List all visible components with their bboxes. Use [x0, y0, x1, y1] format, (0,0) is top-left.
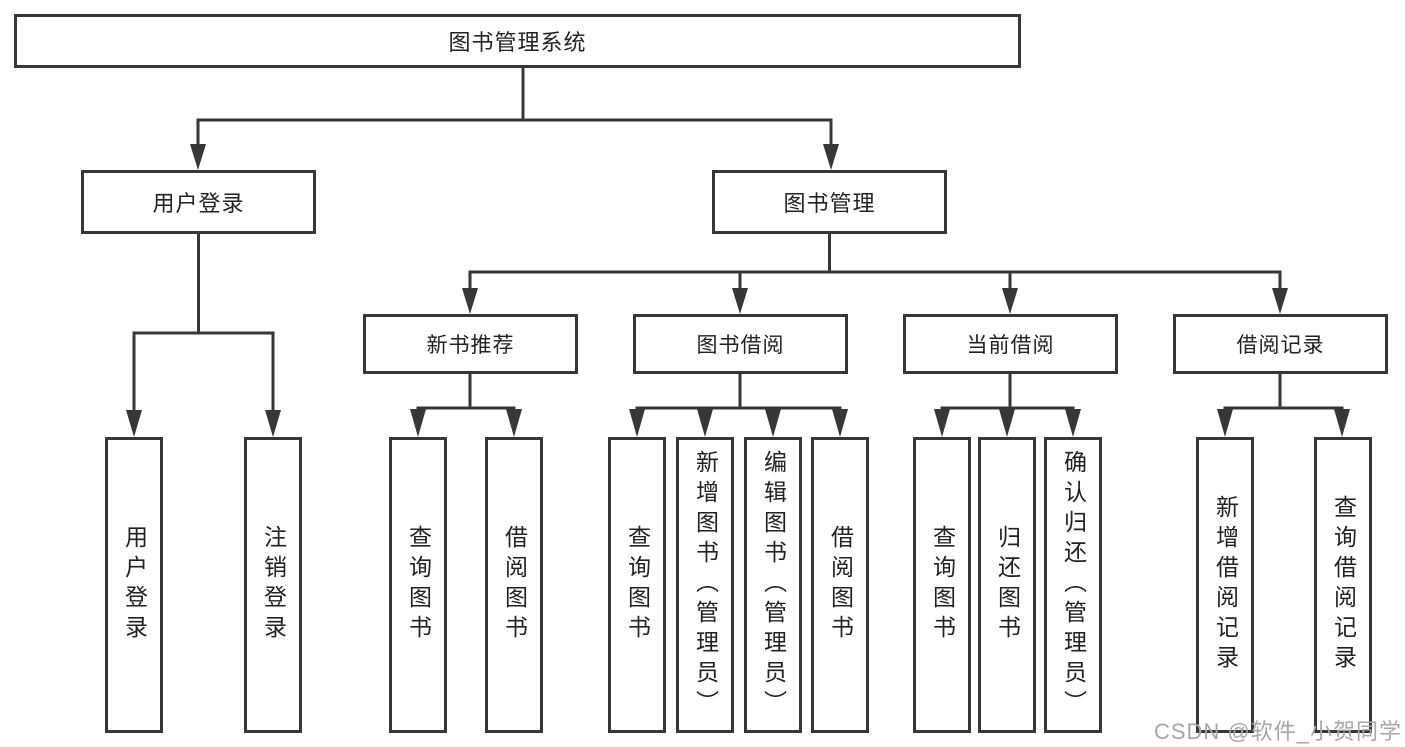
leaf-label: 新增图书（管理员）: [692, 450, 719, 720]
leaf-return-book: 归还图书: [978, 437, 1036, 733]
node-label: 当前借阅: [966, 334, 1055, 357]
csdn-watermark: CSDN @软件_小贺同学: [1153, 719, 1402, 744]
leaf-query-book-current: 查询图书: [913, 437, 971, 733]
node-label: 图书管理系统: [448, 30, 587, 55]
node-label: 新书推荐: [426, 334, 515, 357]
leaf-query-book-borrow: 查询图书: [608, 437, 666, 733]
leaf-label: 用户登录: [121, 525, 148, 645]
leaf-edit-book-admin: 编辑图书（管理员）: [744, 437, 802, 733]
node-book-borrow: 图书借阅: [633, 314, 848, 374]
leaf-label: 归还图书: [994, 525, 1021, 645]
leaf-logout: 注销登录: [244, 437, 302, 733]
leaf-query-borrow-record: 查询借阅记录: [1314, 437, 1372, 733]
leaf-add-book-admin: 新增图书（管理员）: [676, 437, 734, 733]
leaf-label: 查询图书: [929, 525, 956, 645]
leaf-label: 新增借阅记录: [1212, 495, 1239, 675]
node-label: 图书管理: [783, 191, 876, 216]
leaf-label: 编辑图书（管理员）: [760, 450, 787, 720]
leaf-label: 查询图书: [624, 525, 651, 645]
node-borrow-records: 借阅记录: [1173, 314, 1388, 374]
leaf-confirm-return-admin: 确认归还（管理员）: [1044, 437, 1102, 733]
node-label: 图书借阅: [696, 334, 785, 357]
node-user-login: 用户登录: [81, 170, 316, 234]
node-new-book-recommend: 新书推荐: [363, 314, 578, 374]
node-current-borrow: 当前借阅: [903, 314, 1118, 374]
node-label: 借阅记录: [1236, 334, 1325, 357]
leaf-label: 查询借阅记录: [1330, 495, 1357, 675]
leaf-label: 确认归还（管理员）: [1060, 450, 1087, 720]
leaf-label: 查询图书: [405, 525, 432, 645]
leaf-user-login: 用户登录: [105, 437, 163, 733]
node-label: 用户登录: [152, 191, 245, 216]
leaf-label: 借阅图书: [501, 525, 528, 645]
tree-edges: [132, 68, 1344, 411]
node-library-management-system: 图书管理系统: [14, 14, 1021, 68]
leaf-borrow-book-recommend: 借阅图书: [485, 437, 543, 733]
leaf-query-book-recommend: 查询图书: [389, 437, 447, 733]
leaf-label: 借阅图书: [827, 525, 854, 645]
leaf-add-borrow-record: 新增借阅记录: [1196, 437, 1254, 733]
arrowheads: [126, 144, 1350, 437]
node-book-management: 图书管理: [712, 170, 947, 234]
leaf-label: 注销登录: [260, 525, 287, 645]
leaf-borrow-book: 借阅图书: [811, 437, 869, 733]
